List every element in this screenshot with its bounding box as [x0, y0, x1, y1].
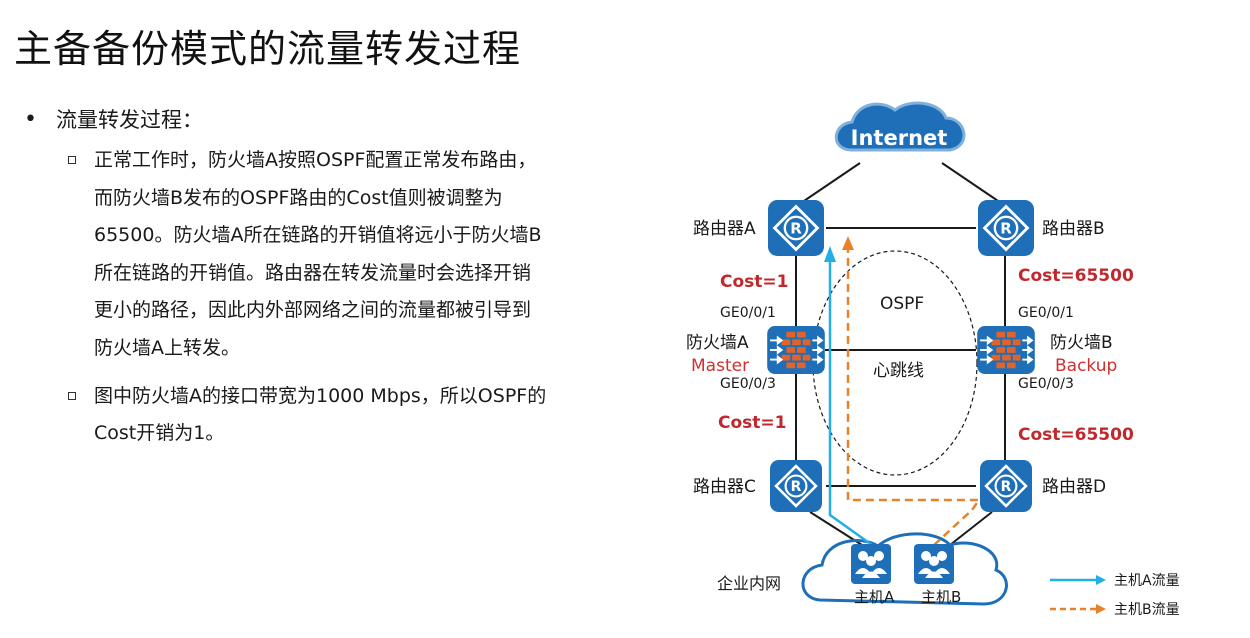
sub-bullet-1-line: 更小的路径，因此内外部网络之间的流量都被引导到: [94, 299, 532, 322]
bullet-list: • 流量转发过程： 正常工作时，防火墙A按照OSPF配置正常发布路由， 而防火墙…: [22, 100, 622, 453]
firewall-b-role: Backup: [1055, 356, 1117, 376]
router-c-icon: [768, 460, 824, 512]
host-b-icon: [914, 544, 954, 584]
legend-host-b-arrow-icon: [1096, 604, 1106, 614]
host-b-flow: [846, 248, 982, 546]
router-b-label: 路由器B: [1042, 219, 1105, 239]
firewall-a-label: 防火墙A: [686, 333, 749, 353]
link-internet-router-a: [797, 162, 861, 206]
host-b-label: 主机B: [921, 588, 961, 606]
firewall-b-label: 防火墙B: [1050, 333, 1113, 353]
cost-a-bottom: Cost=1: [718, 413, 786, 433]
bullet-main: • 流量转发过程：: [22, 100, 622, 140]
intranet-cloud-icon: [801, 532, 1008, 606]
intranet-label: 企业内网: [717, 574, 781, 593]
page-title: 主备备份模式的流量转发过程: [14, 27, 522, 71]
sub-bullet-1-line: 防火墙A上转发。: [94, 336, 240, 359]
link-internet-router-b: [941, 162, 1005, 206]
sub-bullet-2: 图中防火墙A的接口带宽为1000 Mbps，所以OSPF的 Cost开销为1。: [22, 378, 622, 453]
legend-host-b-label: 主机B流量: [1114, 602, 1180, 618]
sub-bullet-2-line: 图中防火墙A的接口带宽为1000 Mbps，所以OSPF的: [94, 384, 547, 407]
router-d-label: 路由器D: [1042, 477, 1106, 497]
square-bullet-icon: [68, 156, 76, 164]
cost-a-top: Cost=1: [720, 272, 788, 292]
router-a-icon: [766, 200, 826, 256]
firewall-a-role: Master: [691, 356, 749, 376]
router-a-label: 路由器A: [693, 219, 756, 239]
host-a-icon: [851, 544, 891, 584]
cost-b-top: Cost=65500: [1018, 266, 1134, 286]
ge-a-bottom: GE0/0/3: [720, 376, 776, 392]
square-bullet-icon: [68, 391, 76, 400]
ospf-area: [812, 250, 978, 476]
ospf-label: OSPF: [880, 294, 924, 314]
legend: 主机A流量 主机B流量: [1050, 573, 1180, 618]
bullet-main-text: 流量转发过程：: [56, 108, 203, 132]
network-links: [795, 162, 1006, 546]
router-d-icon: [978, 460, 1034, 512]
sub-bullet-2-line: Cost开销为1。: [94, 422, 225, 445]
link-router-d-intranet: [949, 511, 993, 546]
host-a-label: 主机A: [854, 588, 895, 606]
cost-b-bottom: Cost=65500: [1018, 425, 1134, 445]
sub-bullet-1-line: 正常工作时，防火墙A按照OSPF配置正常发布路由，: [94, 149, 537, 171]
legend-host-a-arrow-icon: [1096, 575, 1106, 585]
internet-label: Internet: [851, 126, 948, 150]
legend-host-a-label: 主机A流量: [1114, 573, 1180, 589]
ge-b-top: GE0/0/1: [1018, 305, 1074, 321]
router-b-icon: [976, 200, 1036, 256]
heartbeat-label: 心跳线: [873, 361, 924, 381]
router-c-label: 路由器C: [693, 477, 756, 497]
host-a-flow-arrow-icon: [824, 246, 836, 262]
firewall-b-icon: [976, 326, 1036, 374]
sub-bullet-1-line: 所在链路的开销值。路由器在转发流量时会选择开销: [94, 261, 532, 284]
host-a-flow: [828, 258, 873, 547]
ge-b-bottom: GE0/0/3: [1018, 376, 1074, 392]
host-b-flow-arrow-icon: [842, 236, 854, 250]
sub-bullet-1-line: 而防火墙B发布的OSPF路由的Cost值则被调整为: [94, 186, 503, 209]
bullet-dot-icon: •: [24, 107, 37, 132]
ge-a-top: GE0/0/1: [720, 305, 776, 321]
sub-bullet-1: 正常工作时，防火墙A按照OSPF配置正常发布路由， 而防火墙B发布的OSPF路由…: [22, 142, 622, 368]
sub-bullet-1-line: 65500。防火墙A所在链路的开销值将远小于防火墙B: [94, 224, 542, 247]
firewall-a-icon: [766, 326, 826, 374]
internet-cloud-icon: Internet: [834, 101, 966, 152]
